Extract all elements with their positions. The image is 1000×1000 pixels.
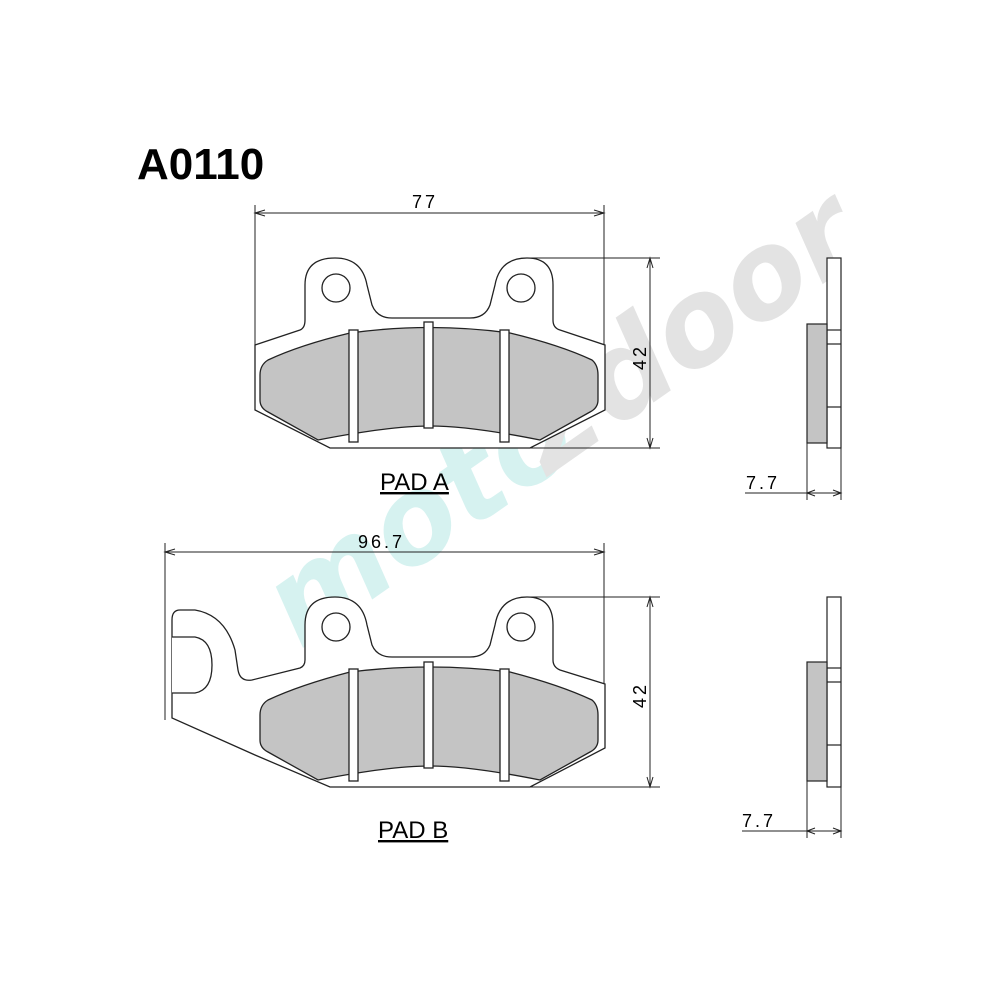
- pad-b-side-view: [742, 596, 843, 838]
- pad-b-label: PAD B: [378, 817, 448, 844]
- part-number-title: A0110: [137, 140, 265, 189]
- pad-a-thickness-dim: 7.7: [746, 473, 780, 493]
- pad-b-thickness-dim: 7.7: [742, 811, 776, 831]
- pad-a-dimensions: [253, 205, 660, 450]
- pad-b-front-view: [171, 596, 606, 788]
- pad-b-dimensions: [163, 543, 660, 789]
- pad-a-label: PAD A: [380, 469, 449, 496]
- pad-b-height-dim: 42: [630, 682, 650, 708]
- pad-a-width-dim: 77: [412, 192, 438, 212]
- pad-a-side-view: [745, 257, 843, 500]
- pad-a-front-view: [254, 257, 606, 449]
- pad-a-height-dim: 42: [630, 344, 650, 370]
- pad-b-width-dim: 96.7: [358, 532, 405, 552]
